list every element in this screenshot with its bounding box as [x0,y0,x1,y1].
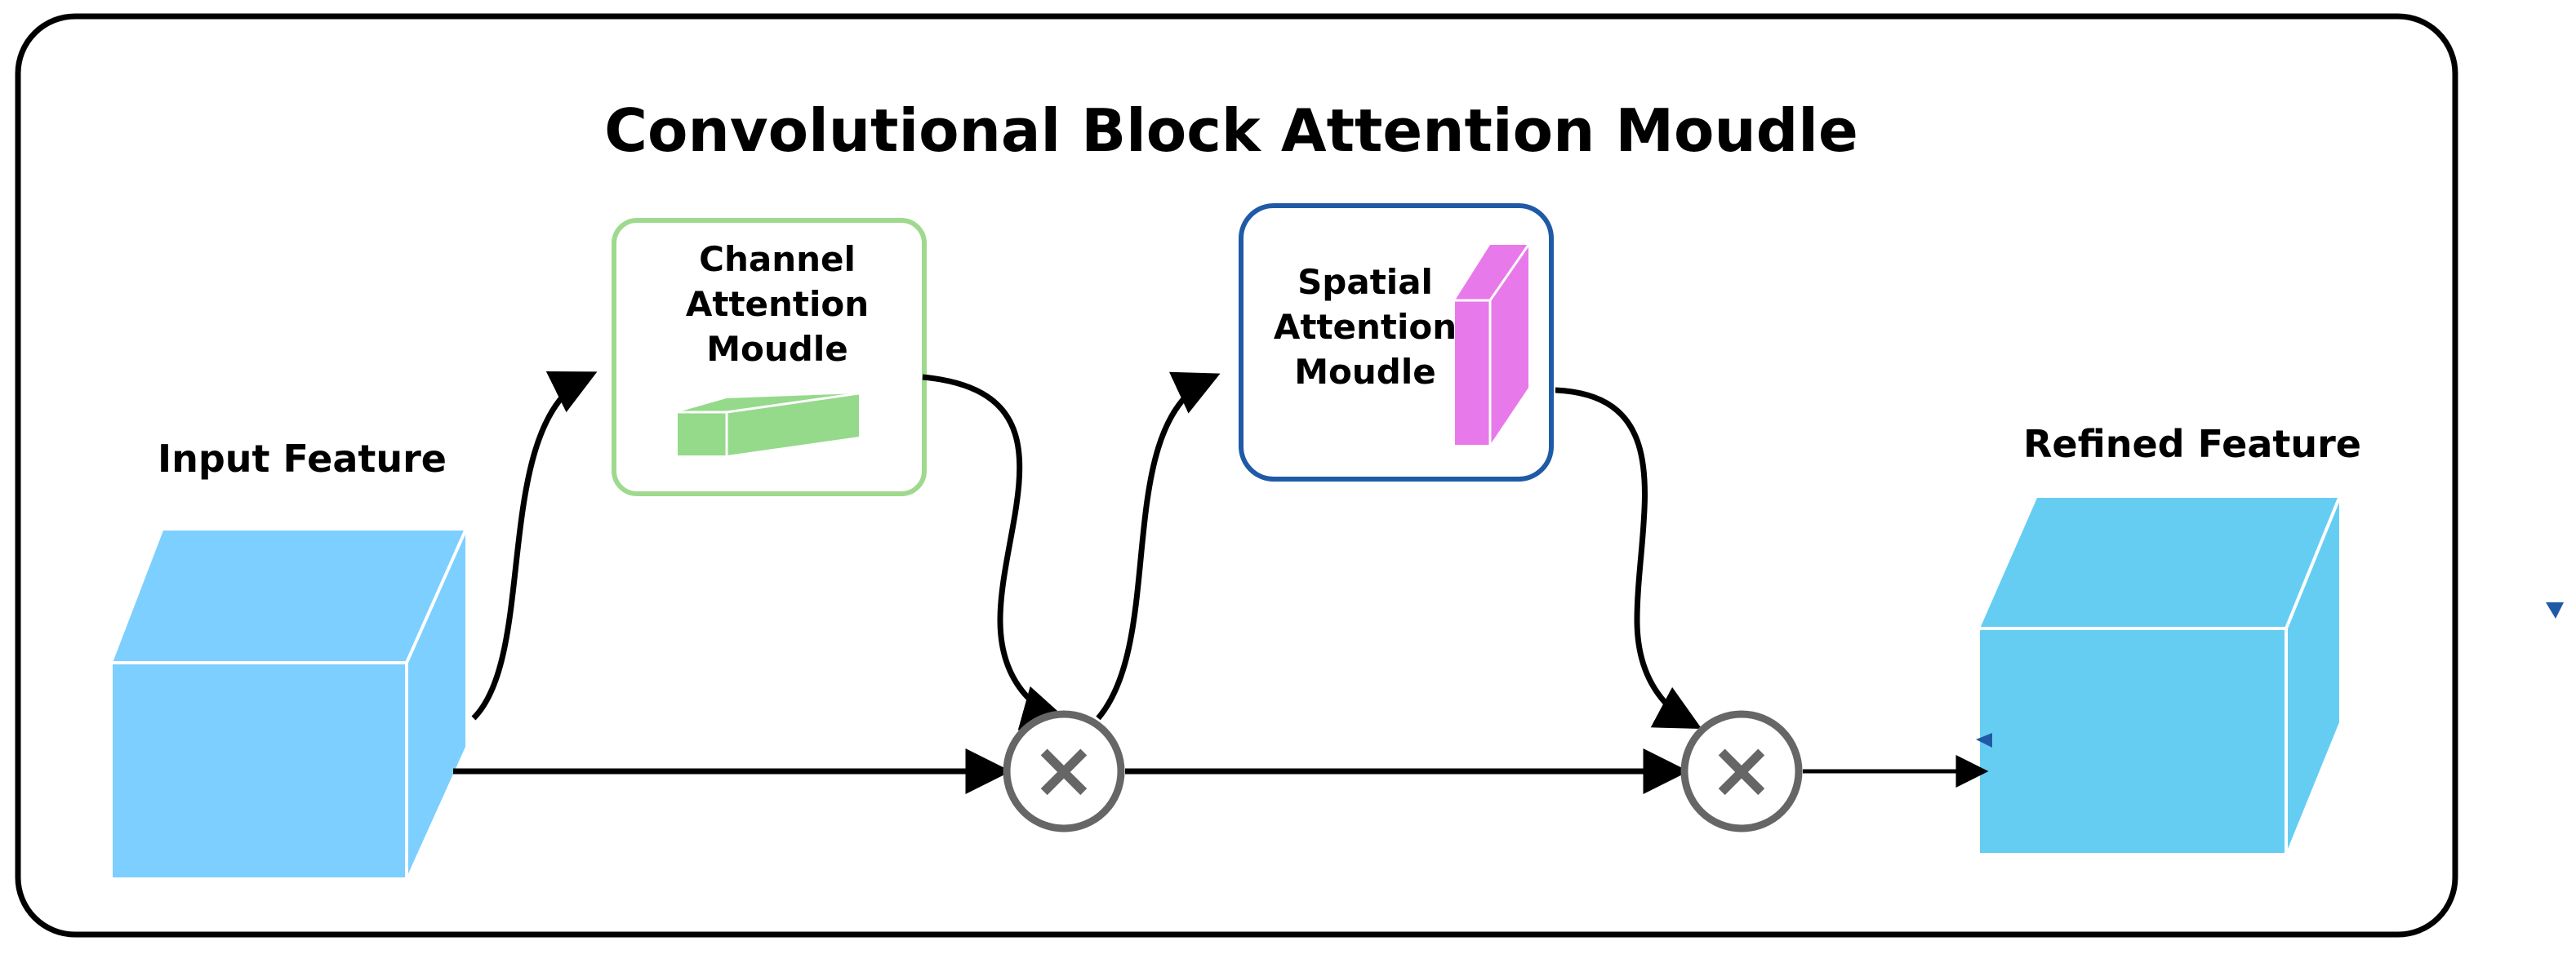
spatial-attention-block [1455,244,1530,445]
input-feature-cube [113,530,467,877]
diagram-title: Convolutional Block Attention Moudle [604,96,1858,165]
spatial-module-label-line3: Moudle [1294,352,1436,392]
channel-attention-block [678,392,860,455]
curve-arrow-multiply1-to-spatial [1096,371,1221,721]
channel-attention-module: Channel Attention Moudle [612,218,927,496]
spatial-module-label-line1: Spatial [1297,262,1433,302]
spatial-attention-module: Spatial Attention Moudle [1239,203,1554,482]
curve-arrow-channel-to-multiply1 [922,374,1069,730]
curve-arrow-input-to-channel [471,371,598,721]
multiply-node-1: × [1003,710,1125,832]
curve-arrow-spatial-to-multiply2 [1555,387,1702,729]
spatial-module-label-line2: Attention [1274,307,1457,347]
channel-module-label-line2: Attention [686,284,869,324]
channel-module-label-line3: Moudle [706,329,848,369]
multiply-node-1-symbol: × [1031,724,1097,815]
input-feature-label: Input Feature [158,437,447,481]
stray-marker-right [2546,602,2564,619]
channel-module-label-line1: Channel [699,239,856,279]
multiply-node-2: × [1680,710,1803,832]
stray-marker-left [1976,733,1992,748]
refined-feature-cube [1980,497,2341,853]
multiply-node-2-symbol: × [1709,724,1774,815]
refined-feature-label: Refined Feature [2023,422,2361,466]
